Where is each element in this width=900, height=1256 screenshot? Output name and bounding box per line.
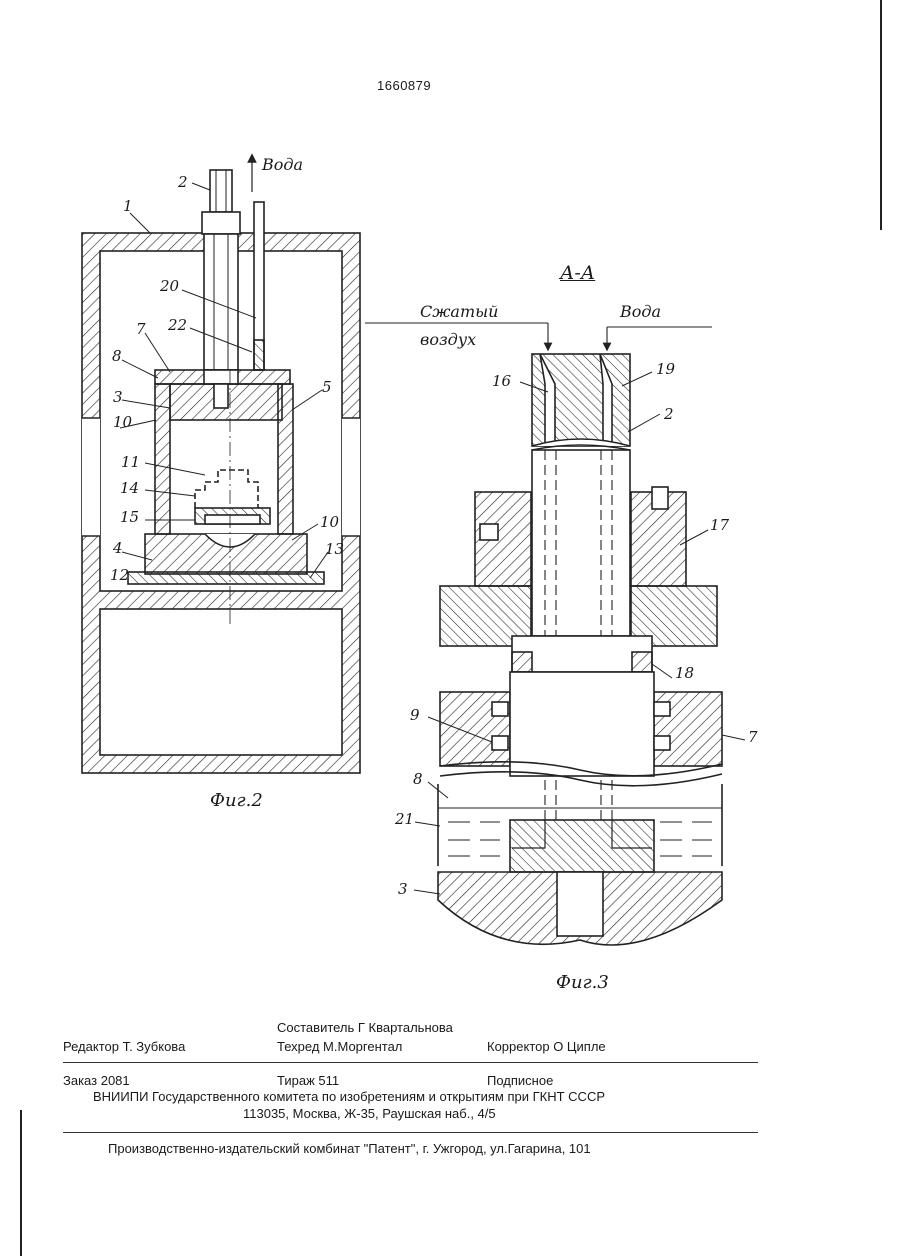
fig3-callout-9: 9 — [410, 706, 420, 724]
colophon-techred: Техред М.Моргентал — [277, 1039, 402, 1054]
fig3-callout-17: 17 — [710, 516, 729, 534]
fig2-callout-10-bottom: 10 — [320, 513, 339, 531]
fig2-callout-1: 1 — [123, 197, 133, 215]
fig3-callout-21: 21 — [395, 810, 414, 828]
fig3-air-label-line2: воздух — [420, 330, 476, 349]
fig3-callout-19: 19 — [656, 360, 675, 378]
fig2-callout-4: 4 — [113, 539, 123, 557]
fig2-callout-8: 8 — [112, 347, 122, 365]
fig3-section-label: А-А — [560, 262, 595, 284]
fig3-callout-18: 18 — [675, 664, 694, 682]
colophon-rule-2 — [63, 1132, 758, 1133]
fig2-callout-15: 15 — [120, 508, 139, 526]
fig2-callout-22: 22 — [168, 316, 187, 334]
fig2-flow-label: Вода — [262, 155, 303, 174]
fig3-callout-7: 7 — [748, 728, 758, 746]
colophon-compiler: Составитель Г Квартальнова — [277, 1020, 453, 1035]
fig3-air-label-line1: Сжатый — [420, 302, 498, 321]
fig2-callout-20: 20 — [160, 277, 179, 295]
colophon-order: Заказ 2081 — [63, 1073, 130, 1088]
fig2-callout-12: 12 — [110, 566, 129, 584]
fig2-callout-13: 13 — [325, 540, 344, 558]
colophon-corrector: Корректор О Ципле — [487, 1039, 606, 1054]
fig3-water-label: Вода — [620, 302, 661, 321]
fig3-drawing — [365, 323, 745, 945]
fig3-callout-16: 16 — [492, 372, 511, 390]
colophon-subscription: Подписное — [487, 1073, 553, 1088]
fig2-caption: Фиг.2 — [210, 790, 263, 811]
colophon-publisher: Производственно-издательский комбинат "П… — [108, 1141, 591, 1156]
fig2-callout-11: 11 — [121, 453, 140, 471]
fig2-callout-5: 5 — [322, 378, 332, 396]
fig2-callout-7: 7 — [136, 320, 146, 338]
fig2-callout-3: 3 — [113, 388, 123, 406]
colophon-editor: Редактор Т. Зубкова — [63, 1039, 185, 1054]
colophon-address: 113035, Москва, Ж-35, Раушская наб., 4/5 — [243, 1106, 496, 1121]
fig3-callout-2: 2 — [664, 405, 674, 423]
fig2-callout-2: 2 — [178, 173, 188, 191]
fig3-callout-3: 3 — [398, 880, 408, 898]
fig3-caption: Фиг.3 — [556, 972, 609, 993]
fig2-callout-14: 14 — [120, 479, 139, 497]
colophon-org: ВНИИПИ Государственного комитета по изоб… — [93, 1089, 605, 1104]
fig3-callout-8: 8 — [413, 770, 423, 788]
colophon-circulation: Тираж 511 — [277, 1073, 339, 1088]
fig2-callout-10-top: 10 — [113, 413, 132, 431]
colophon-rule-1 — [63, 1062, 758, 1063]
